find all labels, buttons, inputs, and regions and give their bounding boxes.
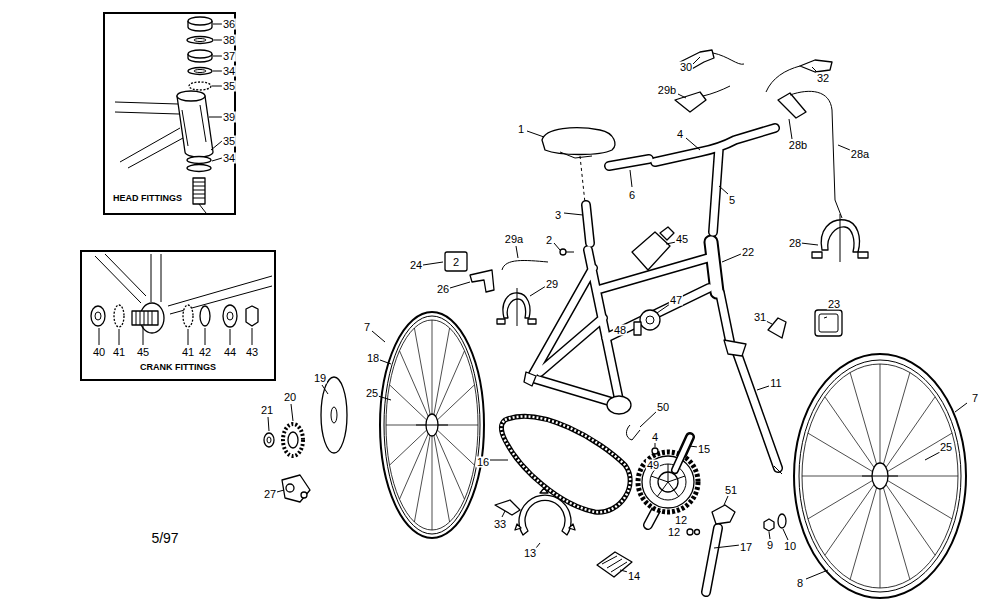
callout-number: 36 <box>222 19 236 30</box>
brake-levers <box>675 50 842 218</box>
callout-number: 47 <box>669 295 683 306</box>
front-wheel <box>794 354 966 598</box>
rear-wheel <box>380 312 484 538</box>
callout-number: 22 <box>741 247 755 258</box>
callout-number: 31 <box>753 312 767 323</box>
callout-number: 21 <box>260 405 274 416</box>
callout-number: 45 <box>136 347 150 358</box>
callout-number: 13 <box>523 548 537 559</box>
callout-number: 9 <box>766 540 774 551</box>
callout-number: 38 <box>222 35 236 46</box>
date-code: 5/97 <box>150 531 179 545</box>
head-fittings-drawing <box>115 17 222 213</box>
callout-number: 16 <box>476 457 490 468</box>
callout-number: 10 <box>783 541 797 552</box>
callout-number: 6 <box>628 190 636 201</box>
callout-number: 14 <box>627 571 641 582</box>
callout-number: 8 <box>796 578 804 589</box>
callout-number: 45 <box>675 234 689 245</box>
callout-number: 11 <box>769 378 782 389</box>
callout-number: 43 <box>245 347 259 358</box>
leader-lines <box>268 57 967 579</box>
inset-box: CRANK FITTINGS <box>80 250 276 381</box>
callout-number: 42 <box>198 347 212 358</box>
callout-number: 49 <box>646 460 660 471</box>
callout-number: 28 <box>788 238 802 249</box>
inset-box: HEAD FITTINGS <box>103 12 236 215</box>
callout-number: 34 <box>222 66 236 77</box>
callout-number: 25 <box>365 388 379 399</box>
callout-number: 15 <box>697 444 711 455</box>
callout-number: 7 <box>971 393 979 404</box>
callout-number: 2 <box>452 257 460 268</box>
brake-calipers <box>497 214 868 326</box>
callout-number: 24 <box>409 260 423 271</box>
callout-number: 35 <box>222 136 236 147</box>
callout-number: 2 <box>545 235 553 246</box>
callout-number: 41 <box>181 347 195 358</box>
callout-number: 32 <box>816 73 830 84</box>
callout-number: 7 <box>363 322 371 333</box>
callout-number: 50 <box>656 402 670 413</box>
callout-number: 29b <box>657 85 677 96</box>
inset-title: HEAD FITTINGS <box>113 194 182 204</box>
inset-title: CRANK FITTINGS <box>140 363 216 373</box>
callout-number: 37 <box>222 51 236 62</box>
drive-train <box>264 377 786 577</box>
callout-number: 26 <box>436 284 450 295</box>
callout-number: 51 <box>724 485 738 496</box>
callout-number: 18 <box>366 353 380 364</box>
crank-fittings-drawing <box>91 254 272 345</box>
callout-number: 34 <box>222 153 236 164</box>
callout-number: 29 <box>545 279 559 290</box>
callout-number: 44 <box>223 347 237 358</box>
callout-number: 29a <box>504 234 524 245</box>
callout-number: 40 <box>92 347 106 358</box>
callout-number: 27 <box>263 489 277 500</box>
callout-number: 28b <box>788 140 808 151</box>
callout-number: 35 <box>222 81 236 92</box>
callout-number: 48 <box>613 325 627 336</box>
frame-tubes <box>524 128 782 592</box>
callout-number: 30 <box>679 62 693 73</box>
callout-number: 39 <box>222 112 236 123</box>
callout-number: 33 <box>493 519 507 530</box>
callout-number: 5 <box>728 195 736 206</box>
callout-number: 12 <box>674 515 688 526</box>
callout-number: 1 <box>517 124 525 135</box>
callout-number: 41 <box>112 347 126 358</box>
callout-number: 23 <box>827 299 841 310</box>
accessories <box>445 227 842 338</box>
callout-number: 12 <box>667 527 681 538</box>
callout-number: 25 <box>939 442 953 453</box>
callout-number: 3 <box>554 210 562 221</box>
callout-number: 4 <box>651 432 659 443</box>
callout-number: 17 <box>739 542 753 553</box>
saddle <box>542 128 615 155</box>
callout-number: 4 <box>676 129 684 140</box>
callout-number: 20 <box>283 392 297 403</box>
callout-number: 28a <box>850 149 870 160</box>
callout-number: 19 <box>313 373 327 384</box>
